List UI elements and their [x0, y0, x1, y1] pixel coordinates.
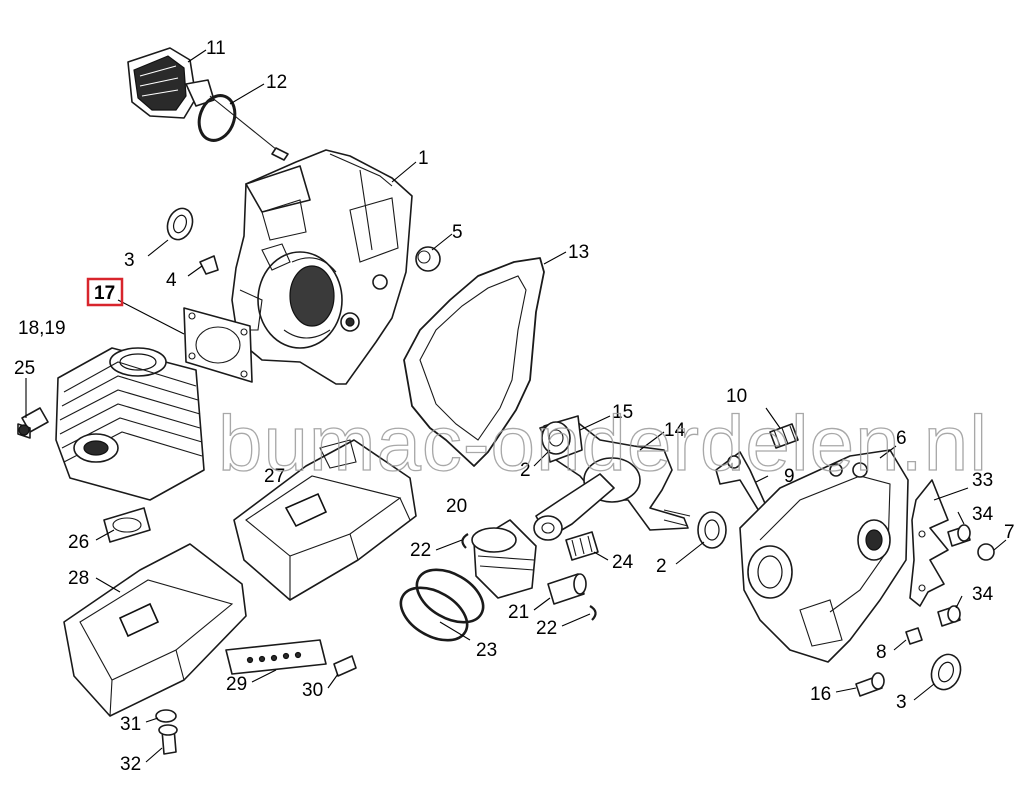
part-29-spark-arrestor	[225, 639, 327, 675]
part-3-oil-seal-bottom	[930, 653, 962, 691]
part-32-bolt	[158, 724, 178, 755]
callout-6: 6	[896, 428, 907, 449]
callout-32: 32	[120, 754, 141, 775]
callout-25: 25	[14, 358, 35, 379]
callout-34-top: 34	[972, 504, 994, 525]
callout-11: 11	[206, 38, 226, 59]
callout-8: 8	[876, 642, 887, 663]
callout-31: 31	[120, 714, 141, 735]
part-13-gasket	[403, 257, 545, 467]
callout-27: 27	[264, 466, 285, 487]
callout-1: 1	[418, 148, 429, 169]
callout-16: 16	[810, 684, 831, 705]
callout-15: 15	[612, 402, 633, 423]
part-2-bearing-left	[541, 421, 571, 455]
leader-lines	[25, 49, 1007, 763]
callout-14: 14	[664, 420, 686, 441]
callout-22-bottom: 22	[536, 618, 557, 639]
callout-20: 20	[446, 496, 467, 517]
callout-9: 9	[784, 466, 795, 487]
callout-12: 12	[266, 72, 287, 93]
part-28-muffler-bottom	[63, 543, 247, 717]
callout-18-19: 18,19	[18, 318, 66, 339]
part-7-nut	[977, 543, 995, 561]
part-22-circlip-bottom	[589, 605, 597, 621]
part-34-screw-top	[947, 524, 971, 547]
callout-34-bottom: 34	[972, 584, 994, 605]
callout-23: 23	[476, 640, 497, 661]
callout-28: 28	[68, 568, 89, 589]
part-5-sleeve	[415, 246, 441, 272]
part-23-piston-rings	[399, 568, 485, 642]
callout-30: 30	[302, 680, 323, 701]
part-22-circlip-top	[461, 533, 469, 549]
callout-2-left: 2	[520, 460, 531, 481]
part-12-o-ring	[197, 94, 237, 142]
callout-2-right: 2	[656, 556, 667, 577]
part-8-screw	[905, 627, 923, 645]
part-26-muffler-gasket	[103, 507, 151, 543]
part-1-crankcase	[231, 149, 413, 385]
part-4-stud	[199, 255, 219, 275]
callout-labels: 11 12 1 3 5 4 13 17 18,19 25 10 15 14 6 …	[14, 38, 1015, 775]
callout-26: 26	[68, 532, 89, 553]
part-6-crankcase-right	[739, 449, 909, 663]
callout-24: 24	[612, 552, 634, 573]
callout-10: 10	[726, 386, 747, 407]
callout-22-top: 22	[410, 540, 431, 561]
part-25-spark-plug	[17, 407, 49, 439]
callout-3-bottom: 3	[896, 692, 907, 713]
callout-5: 5	[452, 222, 463, 243]
callout-29: 29	[226, 674, 247, 695]
part-2-bearing-right	[697, 511, 727, 549]
part-31-washer	[155, 709, 177, 723]
callout-13: 13	[568, 242, 589, 263]
callout-7: 7	[1004, 522, 1015, 543]
part-24-needle-cage	[565, 531, 599, 561]
part-18-19-cylinder	[55, 347, 205, 501]
part-30-screw	[333, 655, 357, 677]
callout-4: 4	[166, 270, 177, 291]
part-33-spike-bumper	[909, 479, 949, 607]
part-34-screw-bottom	[937, 605, 961, 627]
callout-33: 33	[972, 470, 993, 491]
part-11-starter-assembly	[127, 47, 289, 161]
part-20-piston	[471, 519, 537, 599]
part-21-piston-pin	[547, 573, 587, 605]
callout-17: 17	[94, 283, 115, 304]
highlight-box-17	[86, 277, 124, 307]
watermark-text: bumac-onderdelen.nl	[218, 399, 988, 487]
callout-3-top: 3	[124, 250, 135, 271]
part-16-screw	[855, 672, 885, 697]
callout-21: 21	[508, 602, 529, 623]
part-10-spring	[769, 423, 799, 449]
part-3-oil-seal-top	[166, 207, 194, 241]
part-27-muffler-top	[233, 439, 417, 601]
part-17-cylinder-gasket	[183, 307, 253, 383]
